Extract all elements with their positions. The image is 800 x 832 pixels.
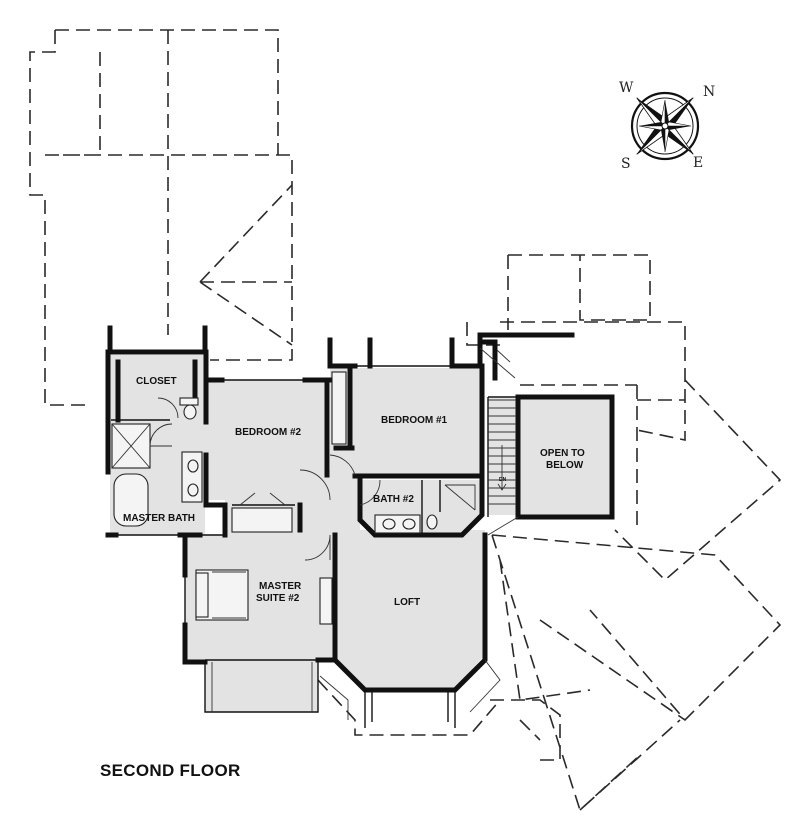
compass-rose-icon: [630, 91, 700, 161]
open-to-below-label-line1: OPEN TO: [540, 448, 585, 459]
bath-2-label: BATH #2: [373, 494, 414, 505]
roof-outline-bottom: [317, 679, 501, 736]
closet-label: CLOSET: [136, 376, 177, 387]
compass-south: S: [621, 156, 631, 172]
stair: DN: [488, 399, 516, 505]
open-to-below-label-line2: BELOW: [546, 460, 584, 471]
room-labels: CLOSET BEDROOM #2 BEDROOM #1 OPEN TO BEL…: [123, 376, 585, 608]
roof-outline-right: [466, 254, 782, 812]
walls: [105, 325, 615, 693]
bedroom-2-label: BEDROOM #2: [235, 427, 302, 438]
fixtures: [111, 371, 476, 625]
bedroom-1-label: BEDROOM #1: [381, 415, 448, 426]
master-suite-label-line2: SUITE #2: [256, 593, 300, 604]
stair-label: DN: [499, 477, 507, 483]
compass-west: W: [619, 80, 634, 96]
doors: [149, 397, 381, 561]
compass-east: E: [693, 155, 703, 171]
compass-north: N: [703, 84, 715, 100]
loft-label: LOFT: [394, 597, 420, 608]
floor-title: SECOND FLOOR: [100, 761, 241, 780]
master-suite-label-line1: MASTER: [259, 581, 302, 592]
decks: [204, 347, 519, 728]
master-bath-label: MASTER BATH: [123, 513, 195, 524]
roof-outline-left: [29, 29, 293, 406]
